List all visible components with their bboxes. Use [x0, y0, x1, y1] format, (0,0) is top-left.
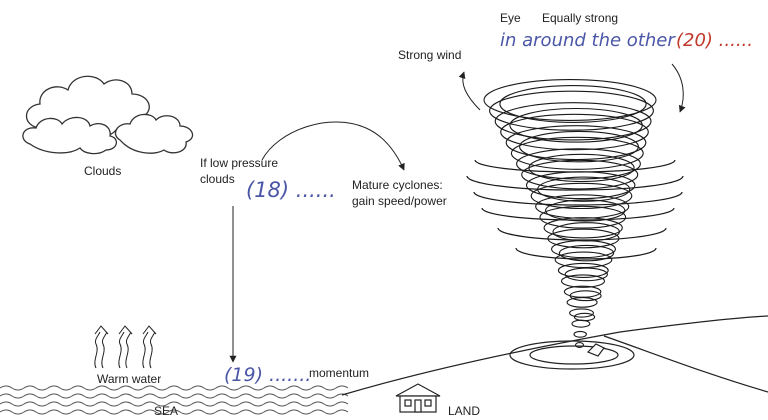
- outer-wind-band: [466, 175, 684, 191]
- funnel-ring: [489, 90, 654, 131]
- outer-wind-band: [497, 227, 667, 241]
- funnel-ring: [560, 274, 606, 288]
- funnel-ring: [543, 217, 623, 239]
- funnel-ring: [566, 297, 598, 308]
- arrow-strong-wind: [458, 71, 481, 111]
- funnel-ring: [551, 240, 616, 259]
- sea-waves: [0, 385, 349, 415]
- funnel-ring: [569, 308, 594, 318]
- cyclone-outer-bands: [466, 159, 684, 260]
- funnel-ring: [521, 159, 639, 190]
- funnel-ring: [516, 148, 641, 180]
- momentum-label: momentum: [309, 366, 370, 380]
- funnel-ring: [510, 136, 644, 170]
- funnel-ring: [569, 290, 602, 302]
- funnel-ring: [571, 319, 591, 328]
- funnel-ring: [564, 267, 608, 282]
- funnel-ring: [500, 113, 649, 151]
- low-pressure-label-line2: clouds: [200, 172, 235, 186]
- cyclone-eye-base: [509, 340, 635, 370]
- outer-wind-band: [481, 207, 675, 221]
- funnel-ring: [483, 79, 657, 121]
- clouds-label: Clouds: [84, 164, 122, 178]
- funnel-ring: [573, 330, 587, 338]
- funnel-ring: [539, 205, 627, 229]
- funnel-ring: [499, 85, 647, 123]
- process-arrows: [229, 63, 686, 363]
- mature-cyclones-label-line2: gain speed/power: [352, 194, 447, 208]
- warm-water-arrows: [94, 325, 157, 369]
- funnel-ring: [505, 125, 647, 161]
- funnel-ring: [494, 102, 652, 141]
- land-outline: [341, 315, 768, 396]
- clouds-illustration: [22, 75, 194, 155]
- land-label: LAND: [448, 404, 481, 418]
- arrow-to-mature-cyclone: [261, 121, 405, 171]
- outer-wind-band: [474, 159, 676, 173]
- funnel-ring: [558, 244, 615, 262]
- question-20-prefix: in around the other: [500, 30, 675, 51]
- funnel-ring: [557, 262, 609, 278]
- funnel-ring: [574, 342, 585, 348]
- equally-strong-label: Equally strong: [542, 11, 619, 25]
- outer-wind-band: [515, 247, 657, 260]
- funnel-ring: [554, 251, 613, 269]
- mature-cyclones-label-line1: Mature cyclones:: [352, 178, 443, 192]
- arrow-equally-strong: [671, 63, 686, 113]
- funnel-ring: [519, 130, 639, 163]
- low-pressure-label-line1: If low pressure: [200, 156, 279, 170]
- strong-wind-label: Strong wind: [398, 48, 462, 62]
- cyclone-funnel-illustration: [483, 79, 657, 348]
- house-icon: [395, 383, 441, 413]
- funnel-ring: [530, 182, 633, 210]
- question-18-answer-blank[interactable]: (18) ......: [246, 178, 336, 202]
- funnel-ring: [545, 199, 626, 222]
- question-19-answer-blank[interactable]: (19) .......: [224, 364, 312, 386]
- eye-label: Eye: [500, 11, 521, 25]
- warm-water-label: Warm water: [97, 372, 162, 386]
- outer-wind-band: [473, 191, 683, 206]
- question-20-answer-blank[interactable]: (20) ......: [676, 30, 754, 51]
- sea-label: SEA: [154, 404, 179, 418]
